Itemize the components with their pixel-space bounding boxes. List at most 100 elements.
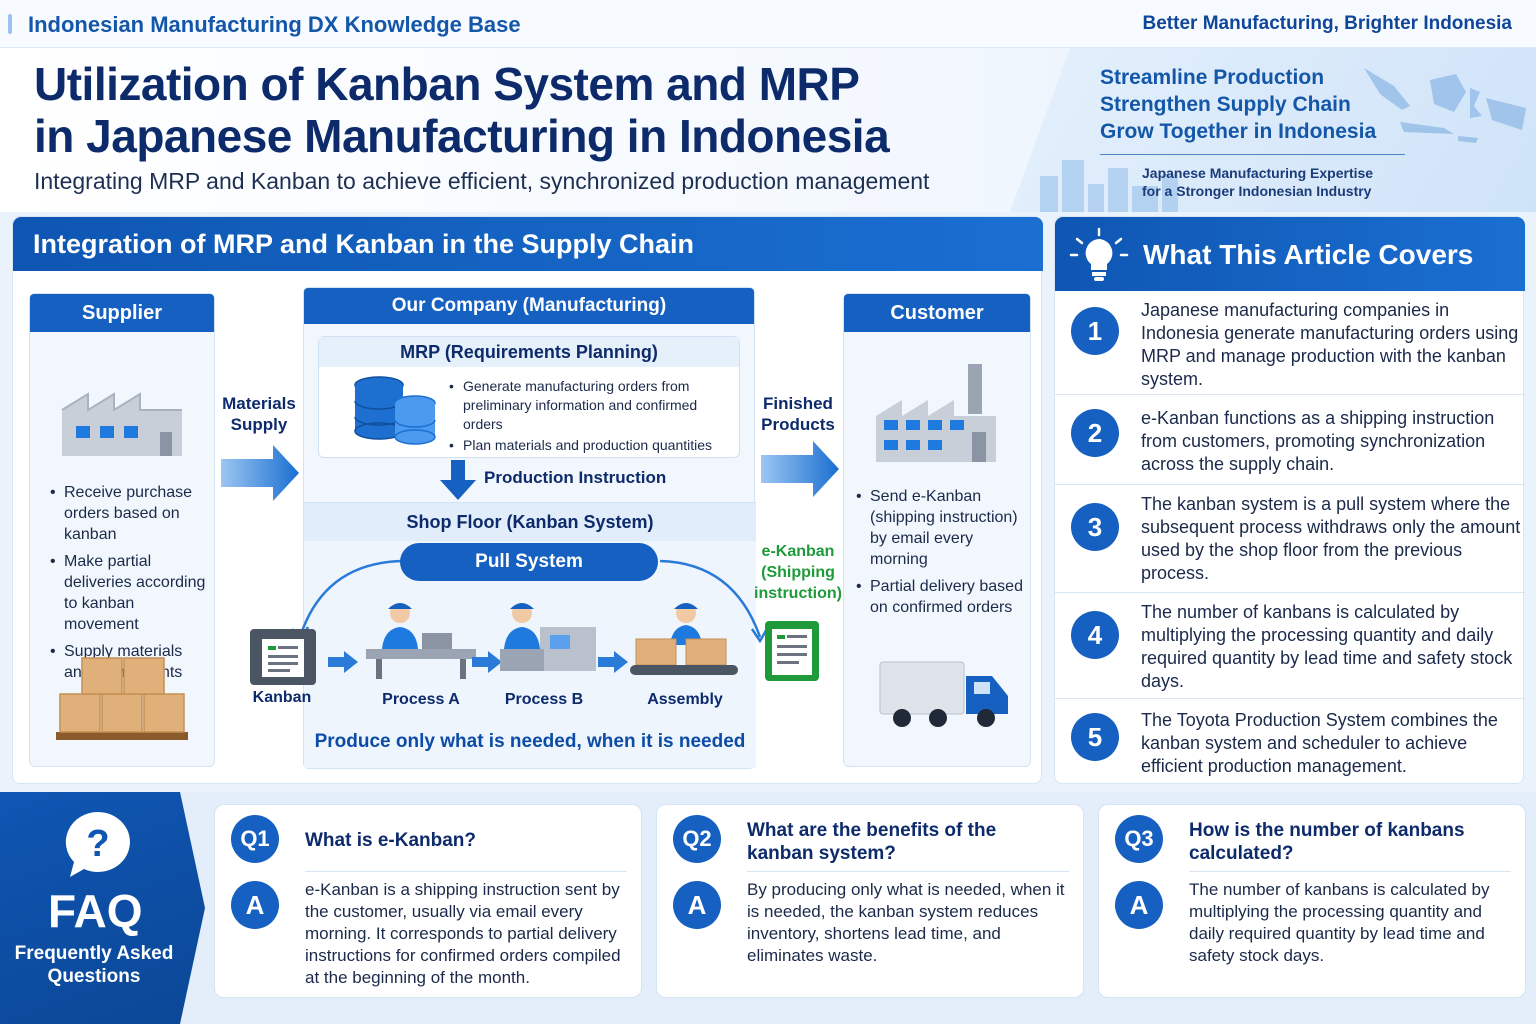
svg-text:?: ? [86,823,109,865]
covers-header: What This Article Covers [1055,217,1525,291]
customer-bullet: Partial delivery based on confirmed orde… [856,576,1028,618]
flow-arrow-icon [472,651,502,673]
faq-card: Q3 How is the number of kanbans calculat… [1098,804,1526,998]
production-instruction-label: Production Instruction [484,468,667,487]
ekanban-document-icon [765,621,819,681]
supplier-factory-icon [61,392,182,456]
page-title: Utilization of Kanban System and MRP in … [34,58,890,162]
faq-card: Q1 What is e-Kanban? A e-Kanban is a shi… [214,804,642,998]
integration-header: Integration of MRP and Kanban in the Sup… [13,217,1043,271]
pull-system-pill: Pull System [400,543,658,581]
shop-floor-motto: Produce only what is needed, when it is … [314,731,746,752]
cover-text: The kanban system is a pull system where… [1141,494,1521,583]
site-slogan: Better Manufacturing, Brighter Indonesia [1142,13,1512,34]
faq-divider [305,871,627,872]
expertise-line-2: for a Stronger Indonesian Industry [1142,183,1372,199]
step-process-b-label: Process B [504,691,584,708]
boxes-pallet-icon [56,657,188,740]
finished-products-arrow-icon [761,441,839,497]
brand-accent-mark [8,14,12,34]
customer-card: Customer Send e-Kanban (shipping instruc… [843,293,1031,767]
ekanban-label-line: instruction) [754,585,842,602]
materials-arrow-icon [221,445,299,501]
answer-badge: A [1115,881,1163,929]
answer-badge: A [231,881,279,929]
customer-factory-icon [876,364,996,462]
faq-divider [747,871,1069,872]
database-icon [354,376,436,445]
faq-divider [1189,871,1511,872]
supply-label-line: Supply [230,415,288,434]
tagline-line-1: Streamline Production [1100,66,1325,89]
question-badge: Q2 [673,815,721,863]
ekanban-label-line: (Shipping [761,564,835,581]
supplier-bullet: Receive purchase orders based on kanban [50,482,210,545]
cover-number-badge: 2 [1071,409,1119,457]
page-header: Utilization of Kanban System and MRP in … [0,48,1536,212]
faq-card: Q2 What are the benefits of the kanban s… [656,804,1084,998]
page-subtitle: Integrating MRP and Kanban to achieve ef… [34,168,930,194]
finished-products-label: Finished Products [757,393,839,435]
shop-floor-title: Shop Floor (Kanban System) [304,503,756,541]
question-bubble-icon: ? [65,811,130,877]
step-kanban-label: Kanban [252,689,312,706]
flow-arrow-icon [328,651,358,673]
integration-title: Integration of MRP and Kanban in the Sup… [33,229,695,259]
mrp-title: MRP (Requirements Planning) [319,337,739,367]
supplier-bullet: Make partial deliveries according to kan… [50,551,210,635]
city-skyline-icon [1040,160,1178,212]
faq-question: What are the benefits of the kanban syst… [747,820,997,864]
flow-arrow-icon [598,651,628,673]
top-bar: Indonesian Manufacturing DX Knowledge Ba… [0,0,1536,48]
cover-item: 1 Japanese manufacturing companies in In… [1055,291,1525,395]
mrp-bullet: Plan materials and production quantities [449,436,735,455]
cover-text: The Toyota Production System combines th… [1141,710,1498,776]
cover-number-badge: 1 [1071,307,1119,355]
tagline-line-3: Grow Together in Indonesia [1100,120,1377,143]
ekanban-label: e-Kanban (Shipping instruction) [753,541,843,604]
indonesia-map-icon [1364,68,1526,143]
mrp-box: MRP (Requirements Planning) Generate man… [318,336,740,458]
materials-supply-label: Materials Supply [219,393,299,435]
faq-subtitle: Frequently Asked Questions [14,943,174,987]
cover-number-badge: 4 [1071,611,1119,659]
production-down-arrow-icon [440,460,476,500]
customer-title: Customer [844,294,1030,332]
expertise-line-1: Japanese Manufacturing Expertise [1142,165,1374,181]
tagline-line-2: Strengthen Supply Chain [1100,93,1351,116]
cover-text: The number of kanbans is calculated by m… [1141,602,1513,691]
step-process-a-label: Process A [382,691,460,708]
company-card: Our Company (Manufacturing) MRP (Require… [250,287,770,769]
supplier-title: Supplier [30,294,214,332]
delivery-truck-icon [879,661,1008,727]
step-assembly-label: Assembly [647,691,723,708]
faq-title: FAQ [48,885,143,937]
cover-text: e-Kanban functions as a shipping instruc… [1141,408,1495,474]
mrp-bullets: Generate manufacturing orders from preli… [449,377,735,461]
faq-question: What is e-Kanban? [305,830,477,851]
faq-badge: ? FAQ Frequently Asked Questions [0,792,205,1024]
cover-text: Japanese manufacturing companies in Indo… [1141,300,1519,389]
faq-answer: e-Kanban is a shipping instruction sent … [305,880,621,987]
article-covers-panel: What This Article Covers 1 Japanese manu… [1054,216,1525,785]
site-brand[interactable]: Indonesian Manufacturing DX Knowledge Ba… [28,12,521,37]
assembly-line-icon [630,603,738,675]
answer-badge: A [673,881,721,929]
supplier-card: Supplier Receive purchase orders based o… [29,293,215,767]
title-line-2: in Japanese Manufacturing in Indonesia [34,110,890,162]
faq-answer: By producing only what is needed, when i… [747,880,1065,965]
faq-question: How is the number of kanbans calculated? [1189,820,1465,864]
title-line-1: Utilization of Kanban System and MRP [34,58,860,110]
finished-label-line: Finished [763,394,833,413]
process-b-machine-icon [500,603,596,671]
customer-bullet: Send e-Kanban (shipping instruction) by … [856,486,1028,570]
ekanban-label-line: e-Kanban [761,543,835,560]
integration-panel: Integration of MRP and Kanban in the Sup… [12,216,1043,784]
question-badge: Q1 [231,815,279,863]
cover-item: 5 The Toyota Production System combines … [1055,699,1525,785]
hero-tagline: Streamline Production Strengthen Supply … [1100,64,1376,145]
cover-item: 4 The number of kanbans is calculated by… [1055,593,1525,699]
mrp-bullet: Generate manufacturing orders from preli… [449,377,735,434]
cover-number-badge: 5 [1071,713,1119,761]
shop-floor-box: Shop Floor (Kanban System) Pull System K… [250,502,770,768]
